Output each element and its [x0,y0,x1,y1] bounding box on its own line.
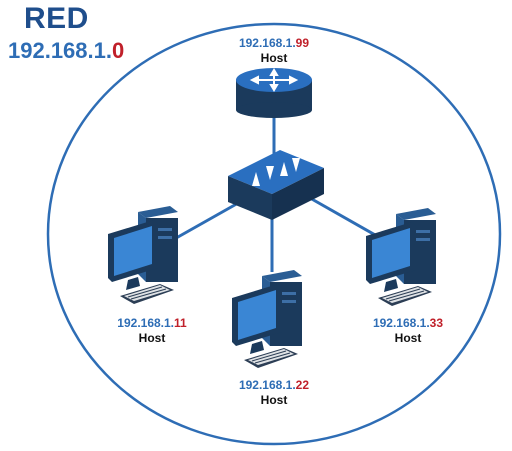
host-left-label: 192.168.1.11 Host [92,316,212,346]
link-switch-right [309,196,385,242]
host-middle-label: 192.168.1.22 Host [214,378,334,408]
router-ip-suffix: 99 [295,36,310,50]
host-middle-ip: 192.168.1.22 [214,378,334,393]
host-left-ip: 192.168.1.11 [92,316,212,331]
computer-icon-middle [231,269,303,369]
host-right-ip-prefix: 192.168.1. [372,316,430,330]
network-address: 192.168.1.0 [8,38,124,64]
computer-icon-left [107,205,179,305]
network-name: RED [24,2,89,35]
network-address-suffix: 0 [111,38,125,63]
router-ip-prefix: 192.168.1. [238,36,296,50]
host-middle-ip-suffix: 22 [295,378,310,392]
network-boundary [46,22,502,446]
host-right-label: 192.168.1.33 Host [348,316,468,346]
computer-icon-right [365,207,437,307]
host-left-ip-suffix: 11 [174,316,187,330]
router-role: Host [260,51,288,65]
network-address-prefix: 192.168.1. [8,38,112,63]
router-label: 192.168.1.99 Host [214,36,334,66]
host-left-ip-prefix: 192.168.1. [117,316,175,330]
host-middle-role: Host [260,393,288,407]
host-right-role: Host [394,331,422,345]
router-icon [236,68,312,118]
router-ip: 192.168.1.99 [214,36,334,51]
host-right-ip-suffix: 33 [429,316,444,330]
host-middle-ip-prefix: 192.168.1. [238,378,296,392]
switch-icon [228,150,324,220]
host-right-ip: 192.168.1.33 [348,316,468,331]
host-left-role: Host [138,331,166,345]
